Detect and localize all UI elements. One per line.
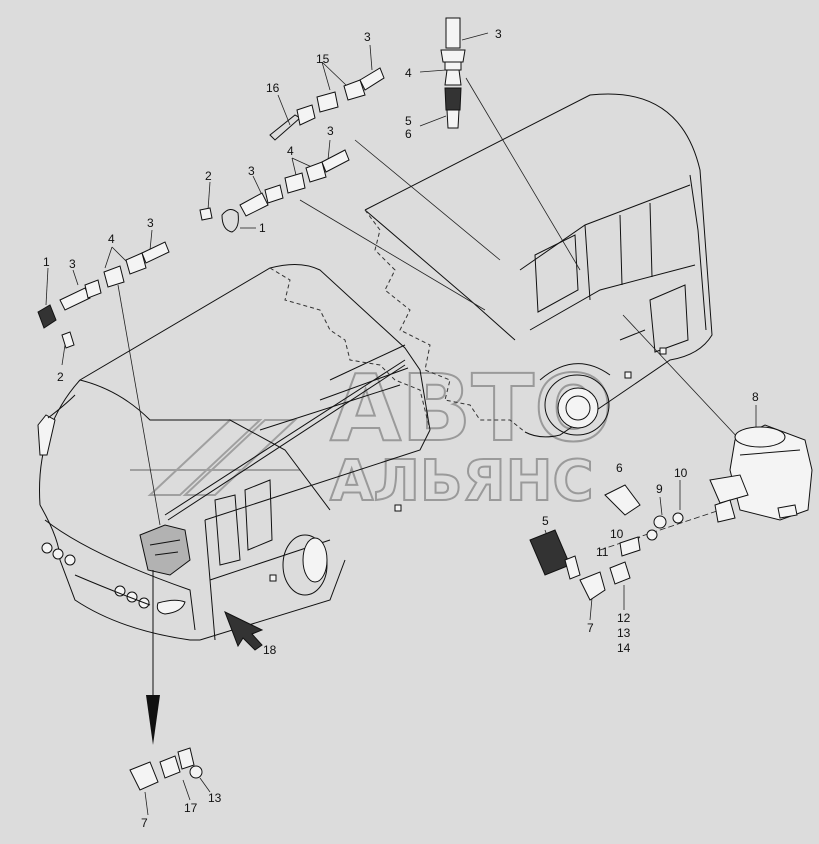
callout-8: 8 — [752, 390, 759, 404]
callout-4-c: 4 — [108, 232, 115, 246]
callout-3-f: 3 — [69, 257, 76, 271]
callout-6-top: 6 — [405, 127, 412, 141]
callout-3-c: 3 — [327, 124, 334, 138]
callout-3-b: 3 — [364, 30, 371, 44]
callout-3-e: 3 — [147, 216, 154, 230]
watermark-line2: АЛЬЯНС — [330, 449, 594, 514]
fitting-group-right — [529, 484, 684, 601]
callout-10-b: 10 — [610, 527, 624, 541]
hose-assembly-3-4 — [199, 149, 350, 233]
bus-front-section — [37, 264, 431, 745]
callout-12: 12 — [617, 611, 631, 625]
callout-2-a: 2 — [205, 169, 212, 183]
callout-13-b: 13 — [208, 791, 222, 805]
callout-16: 16 — [266, 81, 280, 95]
watermark-logo: АВТО АЛЬЯНС — [130, 354, 613, 515]
callout-6-b: 6 — [616, 461, 623, 475]
callout-5-b: 5 — [542, 514, 549, 528]
hose-assembly-15-16 — [269, 67, 385, 141]
callout-10-a: 10 — [674, 466, 688, 480]
callout-13-a: 13 — [617, 626, 631, 640]
callout-7-a: 7 — [587, 621, 594, 635]
fitting-group-bottom — [129, 747, 203, 791]
callout-4-b: 4 — [287, 144, 294, 158]
callout-4-top: 4 — [405, 66, 412, 80]
callout-9: 9 — [656, 482, 663, 496]
callout-5-top: 5 — [405, 114, 412, 128]
callout-15: 15 — [316, 52, 330, 66]
fitting-group-top — [440, 17, 466, 129]
dryer-unit-8 — [709, 424, 813, 523]
callout-7-b: 7 — [141, 816, 148, 830]
bus-rear-section — [364, 93, 713, 438]
callout-17: 17 — [184, 801, 198, 815]
callout-14: 14 — [617, 641, 631, 655]
callout-1-b: 1 — [43, 255, 50, 269]
callout-3-top: 3 — [495, 27, 502, 41]
callout-2-b: 2 — [57, 370, 64, 384]
hose-assembly-left — [37, 241, 170, 349]
callout-3-d: 3 — [248, 164, 255, 178]
callout-18: 18 — [263, 643, 277, 657]
callout-1-a: 1 — [259, 221, 266, 235]
callout-11: 11 — [596, 545, 609, 559]
callout-labels: 3 4 5 6 15 3 16 3 2 3 4 1 4 3 1 3 2 8 6 … — [43, 27, 759, 830]
